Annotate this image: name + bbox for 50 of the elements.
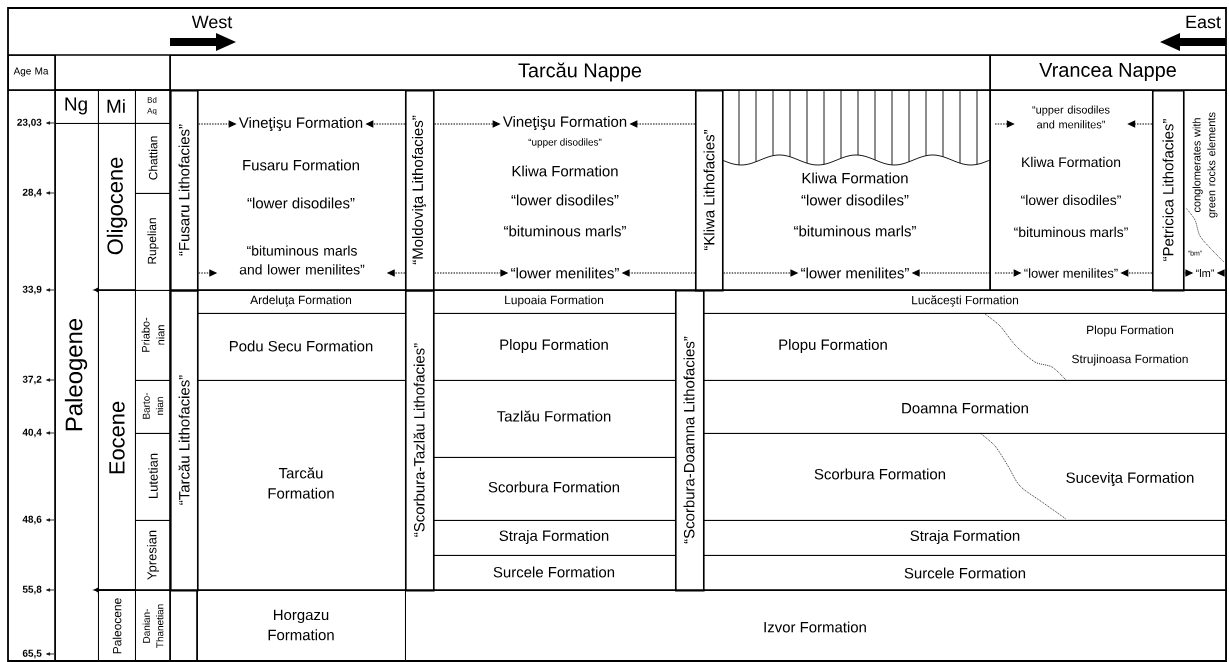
lithofacies-column: “Tarcău Lithofacies”: [170, 290, 199, 592]
formation-cell: Podu Secu Formation: [197, 313, 406, 381]
time-scale-cell: Danian- Thanetian: [135, 590, 171, 662]
formation-cell: Horgazu Formation: [197, 590, 406, 662]
formation-label: “lower menilites”: [801, 267, 909, 279]
formation-cell: Tarcău Formation: [197, 380, 406, 591]
formation-cell: Surcele Formation: [433, 555, 676, 591]
formation-cell: Plopu Formation: [433, 313, 676, 381]
lithofacies-column: “Fusaru Lithofacies”: [170, 90, 199, 292]
formation-cell: Straja Formation: [433, 520, 676, 556]
header-cell: Tarcău Nappe: [170, 55, 991, 91]
time-scale-cell: Ypresian: [135, 520, 171, 591]
formation-cell: Surcele Formation: [703, 555, 1227, 591]
lithofacies-column: “Scorbura-Doamna Lithofacies”: [675, 290, 705, 592]
formation-label: “upper disodiles and menilites”: [1032, 105, 1110, 129]
lithofacies-column: “Petricica Lithofacies”: [1152, 90, 1185, 292]
time-scale-cell: Paleocene: [98, 590, 136, 662]
time-scale-cell: Mi: [98, 90, 136, 124]
formation-label: Vineţişu Formation: [238, 117, 363, 131]
formation-label: Vineţişu Formation: [502, 116, 627, 130]
header-cell: Vrancea Nappe: [990, 55, 1227, 91]
direction-label: East: [1186, 15, 1221, 29]
formation-label: “lower menilites”: [511, 267, 619, 279]
time-scale-cell: Oligocene: [98, 123, 136, 291]
formation-label: “bituminous marls and lower menilites”: [239, 245, 365, 275]
lithofacies-column: “Moldoviţa Lithofacies”: [405, 90, 435, 292]
header-cell: Age Ma: [8, 55, 56, 91]
time-scale-cell: Rupelian: [135, 193, 171, 291]
time-scale-cell: Barto- nian: [135, 380, 171, 434]
formation-cell: Straja Formation: [703, 520, 1227, 556]
lithofacies-column: “Scorbura-Tazlău Lithofacies”: [405, 290, 435, 592]
time-scale-cell: Ng: [55, 90, 99, 124]
formation-cell: Lucăceşti Formation: [703, 290, 1227, 314]
formation-cell: Scorbura Formation: [433, 457, 676, 521]
direction-label: West: [191, 15, 233, 29]
time-scale-cell: Chattian: [135, 123, 171, 194]
time-scale-cell: Paleogene: [55, 123, 99, 662]
formation-label: “lm”: [1196, 269, 1215, 277]
formation-cell: Lupoaia Formation: [433, 290, 676, 314]
formation-cell: Doamna Formation: [703, 380, 1227, 434]
formation-cell: Scorbura Formation Suceviţa Formation: [703, 433, 1227, 521]
time-scale-cell: Lutetian: [135, 433, 171, 521]
time-scale-cell: Eocene: [98, 290, 136, 591]
lithofacies-column: “Kliwa Lithofacies”: [695, 90, 724, 292]
formation-label: “lower menilites”: [1024, 268, 1118, 278]
formation-cell: Tazlău Formation: [433, 380, 676, 458]
formation-cell: Plopu Formation Plopu Formation Strujinoasa Formation: [703, 313, 1227, 381]
formation-cell: Ardeluţa Formation: [197, 290, 406, 314]
time-scale-cell: Priabo- nian: [135, 290, 171, 381]
formation-cell: Izvor Formation: [405, 590, 1227, 662]
